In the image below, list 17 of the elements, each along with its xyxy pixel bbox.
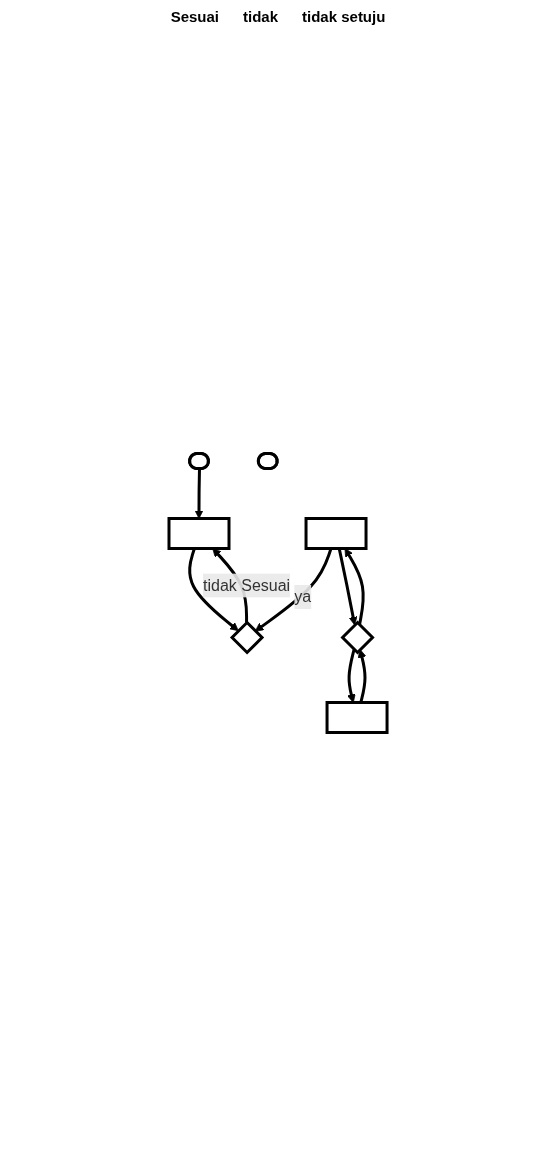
node-box — [325, 701, 389, 734]
note-label: tidak — [243, 8, 278, 25]
arrow — [347, 649, 356, 703]
arrow — [194, 468, 204, 519]
arrow — [357, 649, 367, 703]
node-box — [167, 517, 231, 550]
arrow — [254, 548, 333, 632]
edge-label: ya — [294, 587, 312, 605]
node-diamond — [229, 620, 265, 655]
note-label: Sesuai — [170, 8, 219, 25]
node-diamond — [340, 620, 375, 655]
arrow — [344, 548, 365, 626]
arrow — [337, 548, 358, 626]
arrow — [188, 548, 239, 632]
node-box — [304, 517, 368, 550]
edge-label: tidak Sesuai — [202, 576, 291, 594]
note-label: tidak setuju — [302, 8, 386, 25]
